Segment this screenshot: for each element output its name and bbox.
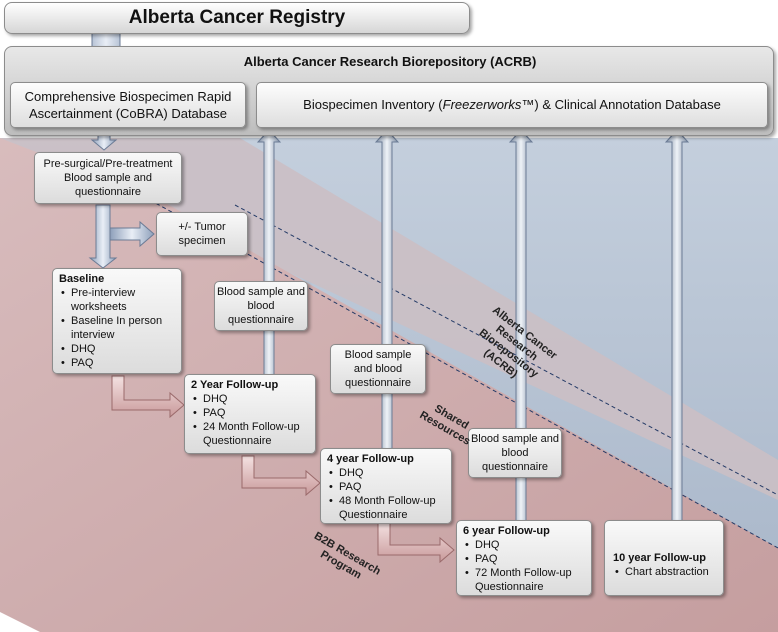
inventory-suffix: ™) & Clinical Annotation Database [521,97,721,112]
followup-item: PAQ [329,480,445,494]
baseline-item: Baseline In person interview [61,314,175,342]
followup-item: DHQ [329,466,445,480]
blood-sample-box: Blood sample and blood questionnaire [214,281,308,331]
followup-6-year-box: 6 year Follow-up DHQ PAQ 72 Month Follow… [456,520,592,596]
presurgical-to-baseline-arrow [88,204,118,269]
inventory-prefix: Biospecimen Inventory ( [303,97,443,112]
inventory-database: Biospecimen Inventory (Freezerworks™) & … [256,82,768,128]
blood-sample-box: Blood sample and blood questionnaire [468,428,562,478]
followup-item: Chart abstraction [615,565,715,579]
cobra-database: Comprehensive Biospecimen Rapid Ascertai… [10,82,246,128]
baseline-item: DHQ [61,342,175,356]
followup-title: 6 year Follow-up [463,525,550,537]
blood-sample-text: Blood sample and blood questionnaire [470,433,560,473]
followup-item: 72 Month Follow-up Questionnaire [465,566,585,594]
baseline-box: Baseline Pre-interview worksheets Baseli… [52,268,182,374]
presurgical-box: Pre-surgical/Pre-treatment Blood sample … [34,152,182,204]
followup-item: 24 Month Follow-up Questionnaire [193,420,309,448]
followup-10-year-box: 10 year Follow-up Chart abstraction [604,520,724,596]
followup-item: PAQ [465,552,585,566]
registry-header: Alberta Cancer Registry [4,2,470,34]
cobra-line1: Comprehensive Biospecimen Rapid [24,89,232,104]
blood-sample-text: Blood sample and blood questionnaire [216,286,306,326]
baseline-item: Pre-interview worksheets [61,286,175,314]
to-tumor-arrow [109,220,155,248]
blood-sample-box: Blood sample and blood questionnaire [330,344,426,394]
followup-item: DHQ [193,392,309,406]
presurgical-text: Pre-surgical/Pre-treatment Blood sample … [43,158,173,198]
followup-2-year-box: 2 Year Follow-up DHQ PAQ 24 Month Follow… [184,374,316,454]
registry-title: Alberta Cancer Registry [128,7,346,28]
inventory-freezerworks: Freezerworks [442,97,522,112]
followup-title: 2 Year Follow-up [191,379,279,391]
followup-item: 48 Month Follow-up Questionnaire [329,494,445,522]
followup-arrows [111,375,455,564]
followup-title: 10 year Follow-up [613,552,706,564]
blood-sample-text: Blood sample and blood questionnaire [344,349,412,389]
tumor-text: +/- Tumor specimen [178,221,226,247]
tumor-box: +/- Tumor specimen [156,212,248,256]
acrb-title: Alberta Cancer Research Biorepository (A… [243,54,537,69]
baseline-item: PAQ [61,356,175,370]
baseline-title: Baseline [59,273,105,285]
followup-item: PAQ [193,406,309,420]
followup-title: 4 year Follow-up [327,453,414,465]
followup-4-year-box: 4 year Follow-up DHQ PAQ 48 Month Follow… [320,448,452,524]
cobra-line2: Ascertainment (CoBRA) Database [29,106,227,121]
inventory-arrows [256,129,690,523]
followup-item: DHQ [465,538,585,552]
